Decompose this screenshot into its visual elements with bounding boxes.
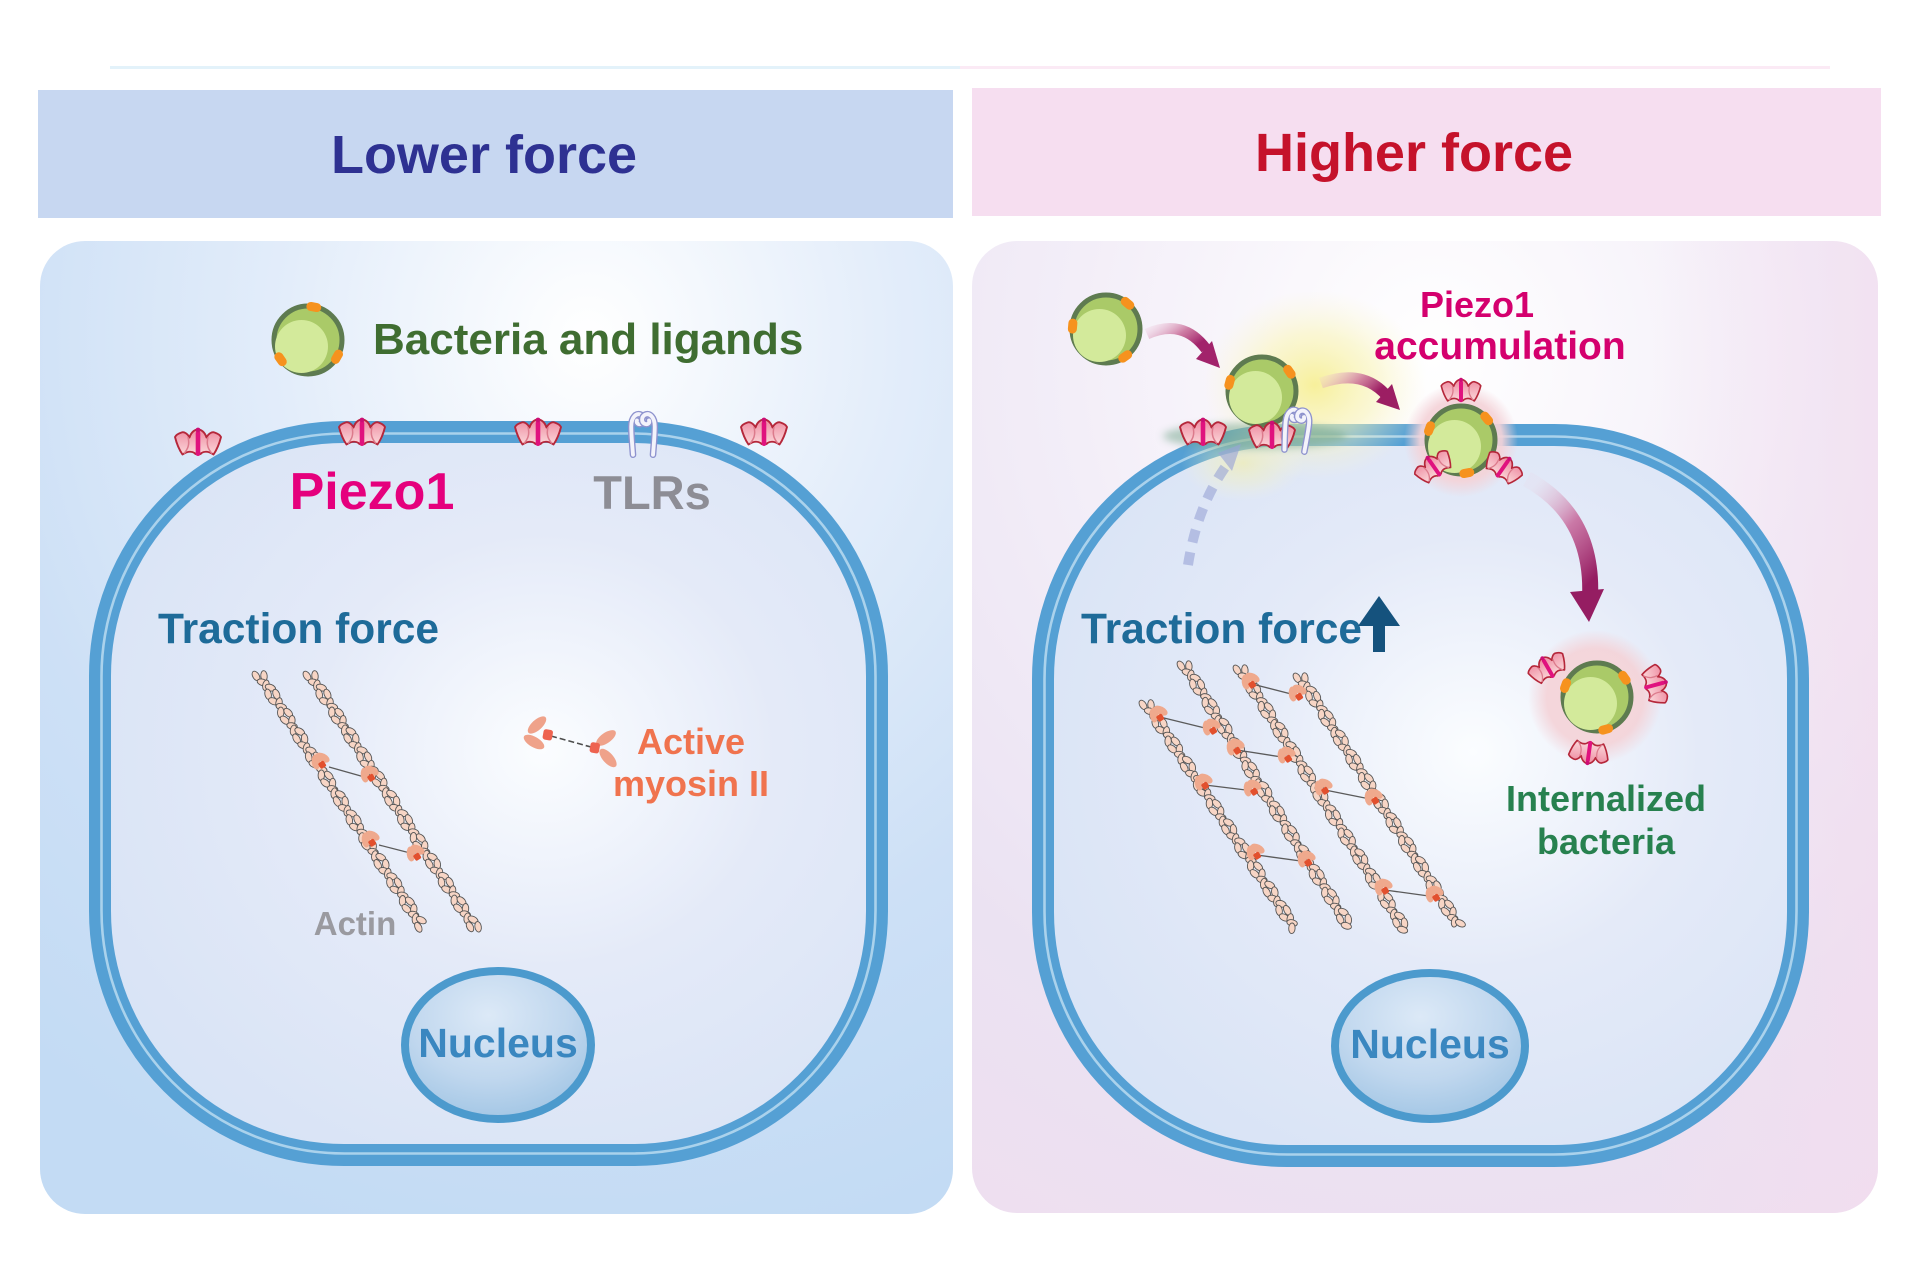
- svg-text:bacteria: bacteria: [1537, 821, 1676, 862]
- svg-text:Nucleus: Nucleus: [1350, 1021, 1510, 1067]
- svg-text:Active: Active: [637, 721, 745, 762]
- svg-text:Nucleus: Nucleus: [418, 1020, 578, 1066]
- svg-text:Lower force: Lower force: [331, 125, 637, 185]
- svg-text:Traction force: Traction force: [1081, 606, 1362, 653]
- svg-text:Actin: Actin: [314, 905, 397, 942]
- svg-text:Bacteria and ligands: Bacteria and ligands: [373, 315, 803, 364]
- svg-text:TLRs: TLRs: [593, 466, 711, 519]
- svg-text:accumulation: accumulation: [1374, 325, 1625, 368]
- svg-text:Internalized: Internalized: [1506, 778, 1706, 819]
- svg-text:Higher force: Higher force: [1255, 123, 1573, 183]
- svg-text:Piezo1: Piezo1: [1420, 284, 1534, 325]
- svg-text:myosin II: myosin II: [613, 763, 769, 804]
- svg-text:Traction force: Traction force: [158, 606, 439, 653]
- svg-text:Piezo1: Piezo1: [290, 463, 455, 521]
